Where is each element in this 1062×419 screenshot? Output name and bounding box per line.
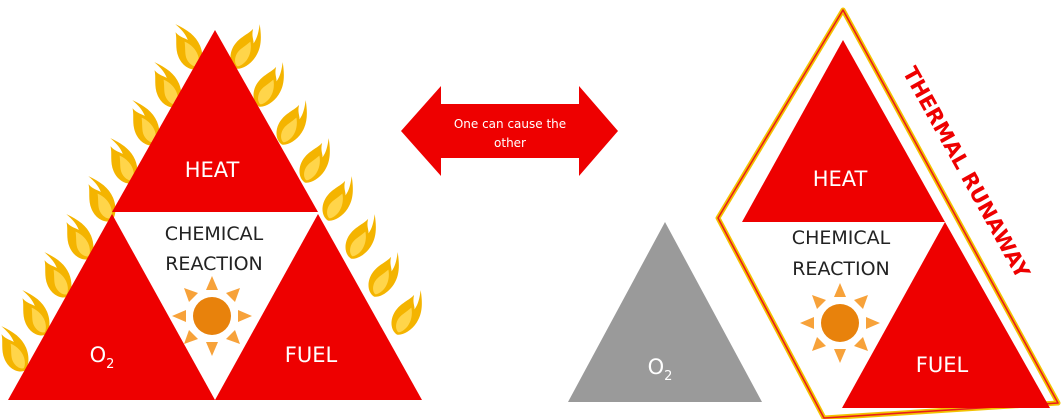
arrow-text-line2: other xyxy=(494,136,526,150)
oxygen-label: O2 xyxy=(90,343,115,372)
runaway-chemical-label: CHEMICAL xyxy=(792,227,891,249)
heat-label: HEAT xyxy=(185,158,240,182)
flame-icon xyxy=(293,132,340,189)
thermal-runaway-group: HEAT CHEMICAL REACTION FUEL THERMAL RUNA… xyxy=(715,7,1061,419)
left-fire-triangle: HEAT CHEMICAL REACTION O2 FUEL xyxy=(0,18,432,400)
heat-triangle xyxy=(112,30,318,212)
double-arrow-shape xyxy=(401,86,618,176)
runaway-heat-triangle xyxy=(742,40,945,222)
flame-icon xyxy=(77,170,123,227)
flame-icon xyxy=(316,170,363,227)
thermal-runaway-title: THERMAL RUNAWAY xyxy=(898,63,1035,284)
fuel-label: FUEL xyxy=(285,343,338,367)
reaction-label: REACTION xyxy=(165,253,263,275)
runaway-reaction-label: REACTION xyxy=(792,258,890,280)
runaway-heat-label: HEAT xyxy=(813,167,868,191)
sun-icon xyxy=(172,276,252,356)
chemical-label: CHEMICAL xyxy=(165,223,264,245)
runaway-fuel-triangle xyxy=(842,222,1050,408)
double-arrow: One can cause the other xyxy=(401,86,618,176)
flame-icon xyxy=(339,208,386,265)
grey-oxygen-label: O2 xyxy=(648,355,673,384)
flame-icon xyxy=(385,284,432,341)
flame-icon xyxy=(362,246,409,303)
runaway-border-outline xyxy=(717,9,1059,419)
arrow-text-line1: One can cause the xyxy=(454,117,566,131)
fuel-triangle xyxy=(215,214,422,400)
oxygen-triangle xyxy=(8,214,215,400)
grey-triangle xyxy=(568,222,762,402)
runaway-fuel-label: FUEL xyxy=(916,353,969,377)
removed-oxygen-triangle: O2 xyxy=(568,222,762,402)
sun-icon xyxy=(800,283,880,363)
